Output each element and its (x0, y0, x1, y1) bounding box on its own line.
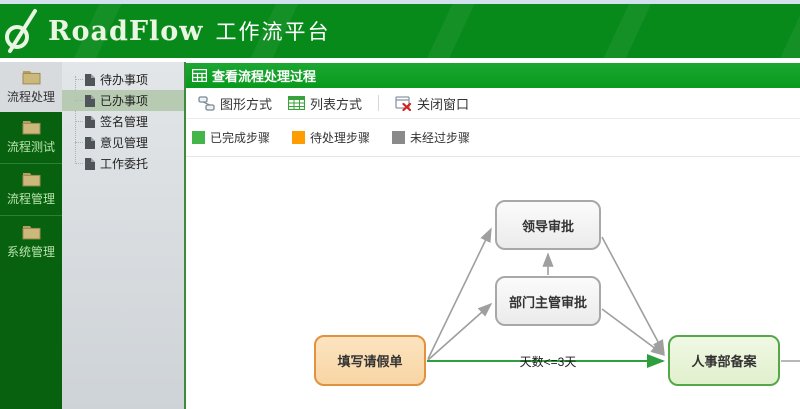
submenu-item-label: 意见管理 (100, 136, 149, 150)
toolbar: 图形方式 列表方式 关闭窗口 (186, 88, 800, 119)
document-icon (85, 73, 95, 86)
sidebar: 流程处理 流程测试 流程管理 系统管理 (0, 62, 62, 409)
submenu-item-opinion[interactable]: 意见管理 (62, 132, 184, 153)
folder-icon (22, 173, 40, 187)
top-strip (0, 0, 800, 4)
status-legend: 已完成步骤 待处理步骤 未经过步骤 (186, 119, 800, 157)
legend-item-notpassed: 未经过步骤 (392, 129, 470, 146)
sidebar-item-system-management[interactable]: 系统管理 (0, 216, 62, 268)
grid-table-icon (192, 69, 207, 82)
edge-condition-label: 天数<=3天 (519, 355, 577, 369)
main-titlebar: 查看流程处理过程 (186, 63, 800, 88)
sidebar-item-process-management[interactable]: 流程管理 (0, 164, 62, 216)
submenu-item-label: 待办事项 (100, 73, 149, 87)
node-leader-approval[interactable]: 领导审批 (495, 200, 601, 250)
document-icon (85, 136, 95, 149)
folder-icon (22, 70, 40, 84)
node-label: 填写请假单 (337, 354, 403, 369)
close-window-button[interactable]: 关闭窗口 (387, 91, 477, 116)
folder-icon (22, 121, 40, 135)
list-mode-label: 列表方式 (310, 96, 363, 112)
sidebar-item-label: 流程处理 (6, 89, 55, 104)
document-icon (85, 157, 95, 170)
app-header: RoadFlow 工作流平台 (0, 4, 800, 58)
node-label: 部门主管审批 (508, 294, 587, 310)
flowchart-icon (198, 95, 215, 111)
toolbar-separator (378, 95, 380, 111)
submenu-item-done[interactable]: 已办事项 (62, 90, 184, 111)
submenu-panel: 待办事项 已办事项 签名管理 意见管理 工作委托 (62, 62, 186, 409)
document-icon (85, 115, 95, 128)
graph-mode-button[interactable]: 图形方式 (190, 91, 280, 116)
sidebar-item-label: 系统管理 (6, 244, 55, 259)
main-content: 查看流程处理过程 图形方式 列表方式 关闭窗 (186, 62, 800, 409)
notpassed-swatch (392, 131, 406, 144)
sidebar-item-process-test[interactable]: 流程测试 (0, 112, 62, 164)
completed-swatch (192, 131, 205, 144)
node-label: 领导审批 (521, 218, 574, 234)
legend-item-pending: 待处理步骤 (292, 129, 370, 146)
submenu-item-label: 已办事项 (100, 94, 149, 108)
submenu-item-delegation[interactable]: 工作委托 (62, 153, 184, 174)
legend-item-completed: 已完成步骤 (192, 129, 270, 146)
submenu-item-signature[interactable]: 签名管理 (62, 111, 184, 132)
folder-icon (22, 225, 40, 239)
graph-mode-label: 图形方式 (220, 96, 273, 112)
sidebar-item-label: 流程测试 (6, 140, 55, 154)
logo-text: RoadFlow (48, 15, 204, 47)
node-fill-leave-form[interactable]: 填写请假单 (314, 335, 426, 386)
workflow-edges (427, 227, 800, 368)
close-window-label: 关闭窗口 (417, 96, 470, 112)
node-label: 人事部备案 (691, 354, 757, 369)
document-icon (85, 94, 95, 107)
node-dept-manager-approval[interactable]: 部门主管审批 (495, 276, 601, 326)
close-window-icon (395, 95, 412, 111)
table-icon (288, 96, 306, 110)
sidebar-item-process-handling[interactable]: 流程处理 (0, 62, 62, 112)
legend-label: 待处理步骤 (310, 131, 371, 145)
page-title: 查看流程处理过程 (212, 69, 317, 84)
node-hr-filing[interactable]: 人事部备案 (668, 335, 780, 386)
legend-label: 已完成步骤 (210, 131, 271, 145)
workflow-diagram: 领导审批 部门主管审批 填写请假单 人事部备案 天数<=3天 (186, 157, 800, 409)
roadflow-logo-icon (5, 9, 37, 53)
sidebar-item-label: 流程管理 (6, 192, 55, 206)
list-mode-button[interactable]: 列表方式 (280, 91, 370, 116)
submenu-item-label: 签名管理 (100, 115, 149, 129)
app-title: 工作流平台 (215, 21, 331, 44)
submenu-item-todo[interactable]: 待办事项 (62, 69, 184, 90)
submenu-item-label: 工作委托 (100, 157, 149, 171)
legend-label: 未经过步骤 (410, 131, 471, 145)
pending-swatch (292, 131, 306, 144)
